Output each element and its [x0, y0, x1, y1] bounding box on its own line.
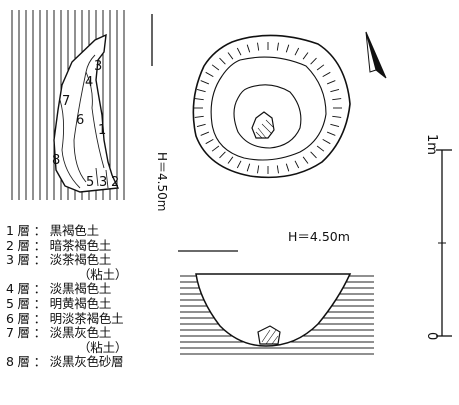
layer-boundary [85, 54, 96, 73]
layer-boundary [85, 71, 105, 169]
hatch-line [194, 115, 204, 118]
hatch-line [326, 80, 336, 85]
layer-number: 3 [99, 175, 107, 190]
hatch-line [219, 151, 226, 159]
pit-slope-contour [210, 56, 327, 161]
hatch-line [302, 52, 309, 60]
hatch-line [200, 131, 210, 136]
hatch-line [257, 165, 260, 174]
plan-elevation-label: H＝4.50m [288, 229, 350, 244]
layer-section: 1 3 4 6 7 8 5 3 2 [11, 10, 125, 200]
hatch-line [322, 71, 331, 77]
legend-item: 7 層 ： 淡黒灰色土 [6, 325, 112, 341]
hatch-line [219, 57, 226, 65]
legend-item: 2 層 ： 暗茶褐色土 [6, 237, 112, 253]
section-elevation-label: H＝4.50m [155, 152, 169, 211]
pit-profile [180, 273, 374, 355]
hatch-line [332, 115, 342, 118]
pit-outer-outline [192, 34, 351, 179]
legend-item-note: （粘土） [78, 339, 128, 355]
hatch-line [236, 160, 242, 169]
hatch-line [211, 64, 220, 71]
layer-number: 5 [86, 175, 94, 190]
legend-item-note: （粘土） [78, 266, 128, 282]
layer-boundary [59, 99, 81, 189]
hatch-line [200, 80, 210, 85]
layer-number: 8 [52, 153, 60, 168]
layer-number: 7 [62, 94, 70, 109]
layer-number: 1 [98, 123, 106, 138]
layer-legend: 1 層 ： 黒褐色土 2 層 ： 暗茶褐色土 3 層 ： 淡茶褐色土 （粘土） … [6, 223, 196, 370]
layer-boundary [73, 71, 87, 183]
hatch-line [310, 57, 317, 65]
hatch-line [330, 123, 340, 128]
hatch-line [205, 139, 214, 145]
hatch-line [227, 52, 234, 60]
pit-inner-contour [233, 84, 302, 149]
section-elevation-marker: H＝4.50m [151, 14, 169, 211]
legend-item: 5 層 ： 明黄褐色土 [6, 295, 112, 311]
scale-label-0: 0 [424, 332, 439, 340]
hatch-line [257, 42, 260, 51]
layer-boundary [95, 167, 109, 189]
hatch-line [246, 163, 251, 172]
hatch-line [211, 145, 220, 152]
hatch-line [302, 156, 309, 164]
hatch-line [310, 151, 317, 159]
hatch-line [285, 163, 290, 172]
hatch-line [196, 88, 206, 93]
layer-number: 6 [76, 113, 84, 128]
scale-bar: 1m 0 [424, 134, 452, 340]
hatch-line [316, 145, 325, 152]
hatch-line [246, 44, 251, 53]
pit-profile-outline [195, 273, 352, 347]
hatch-line [227, 156, 234, 164]
hatch-line [294, 160, 300, 169]
hatch-line [332, 98, 342, 101]
legend-item: 6 層 ： 明淡茶褐色土 [6, 310, 124, 326]
layer-number: 2 [111, 175, 119, 190]
hatch-line [326, 131, 336, 136]
hatch-line [276, 42, 279, 51]
scale-label-1m: 1m [424, 134, 439, 155]
stone [251, 111, 275, 139]
pit-plan [192, 34, 351, 179]
legend-item: 1 層 ： 黒褐色土 [6, 223, 99, 238]
layer-number: 3 [94, 59, 102, 74]
hatch-line [322, 139, 331, 145]
layer-number: 4 [85, 75, 93, 90]
hatch-line [285, 44, 290, 53]
hatch-line [194, 98, 204, 101]
stone-hatching [255, 119, 274, 139]
legend-item: 8 層 ： 淡黒灰色砂層 [6, 354, 124, 370]
hatch-line [205, 71, 214, 77]
legend-item: 4 層 ： 淡黒褐色土 [6, 281, 112, 297]
hatch-line [316, 64, 325, 71]
north-arrow [365, 31, 387, 79]
hatch-line [330, 88, 340, 93]
section-fill-outline [53, 33, 120, 193]
legend-item: 3 層 ： 淡茶褐色土 [6, 252, 112, 268]
hatch-line [196, 123, 206, 128]
hatch-line [276, 165, 279, 174]
hatch-line [236, 47, 242, 56]
hatch-line [294, 47, 300, 56]
